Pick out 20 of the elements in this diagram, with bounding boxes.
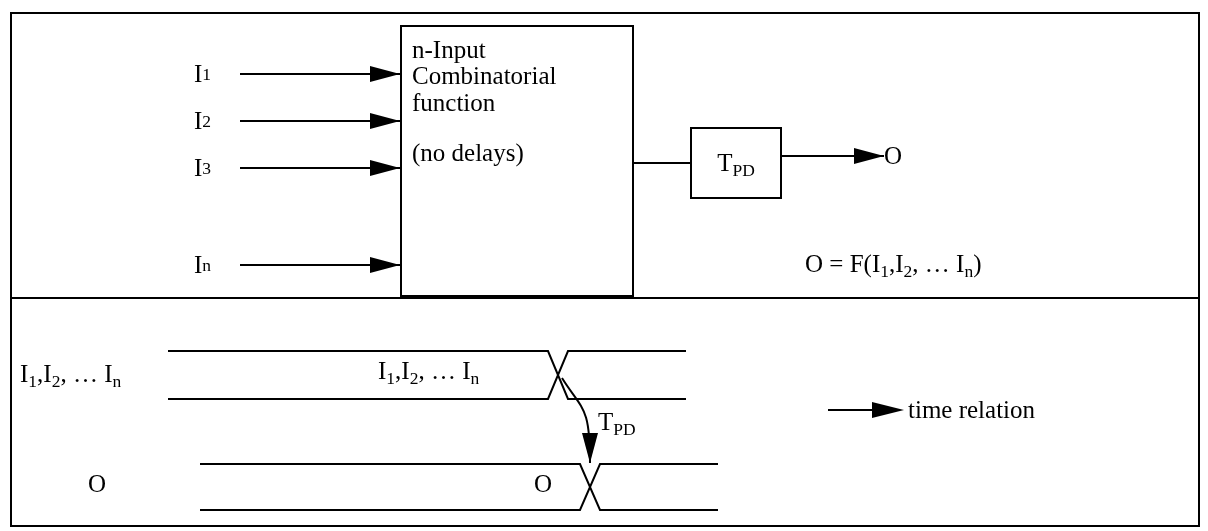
delay-box: [690, 127, 782, 199]
arrow: [239, 66, 401, 82]
signal-label: O: [884, 140, 914, 172]
arrow: [239, 160, 401, 176]
signal-waveform: [200, 463, 718, 511]
signal-label: O: [88, 470, 107, 498]
box-text: n-Input Combinatorial function: [412, 37, 558, 116]
arrow: [239, 113, 401, 129]
signal-label: I$_{1}$,I$_{2}$, … I$_{n}$: [378, 358, 480, 385]
signal-label: I$_{1}$,I$_{2}$, … I$_{n}$: [20, 360, 122, 388]
delay-label: T$_{PD}$: [717, 149, 755, 177]
arrow: [561, 377, 598, 464]
arrow: [781, 148, 885, 164]
legend-label: time relation: [908, 396, 1036, 424]
box-text: (no delays): [412, 139, 525, 166]
arrow: [239, 257, 401, 273]
signal-waveform: [168, 350, 686, 400]
signal-label: O: [534, 471, 553, 498]
equation: O = F(I$_{1}$,I$_{2}$, … I$_{n}$): [805, 250, 982, 278]
process-box: [400, 25, 634, 297]
